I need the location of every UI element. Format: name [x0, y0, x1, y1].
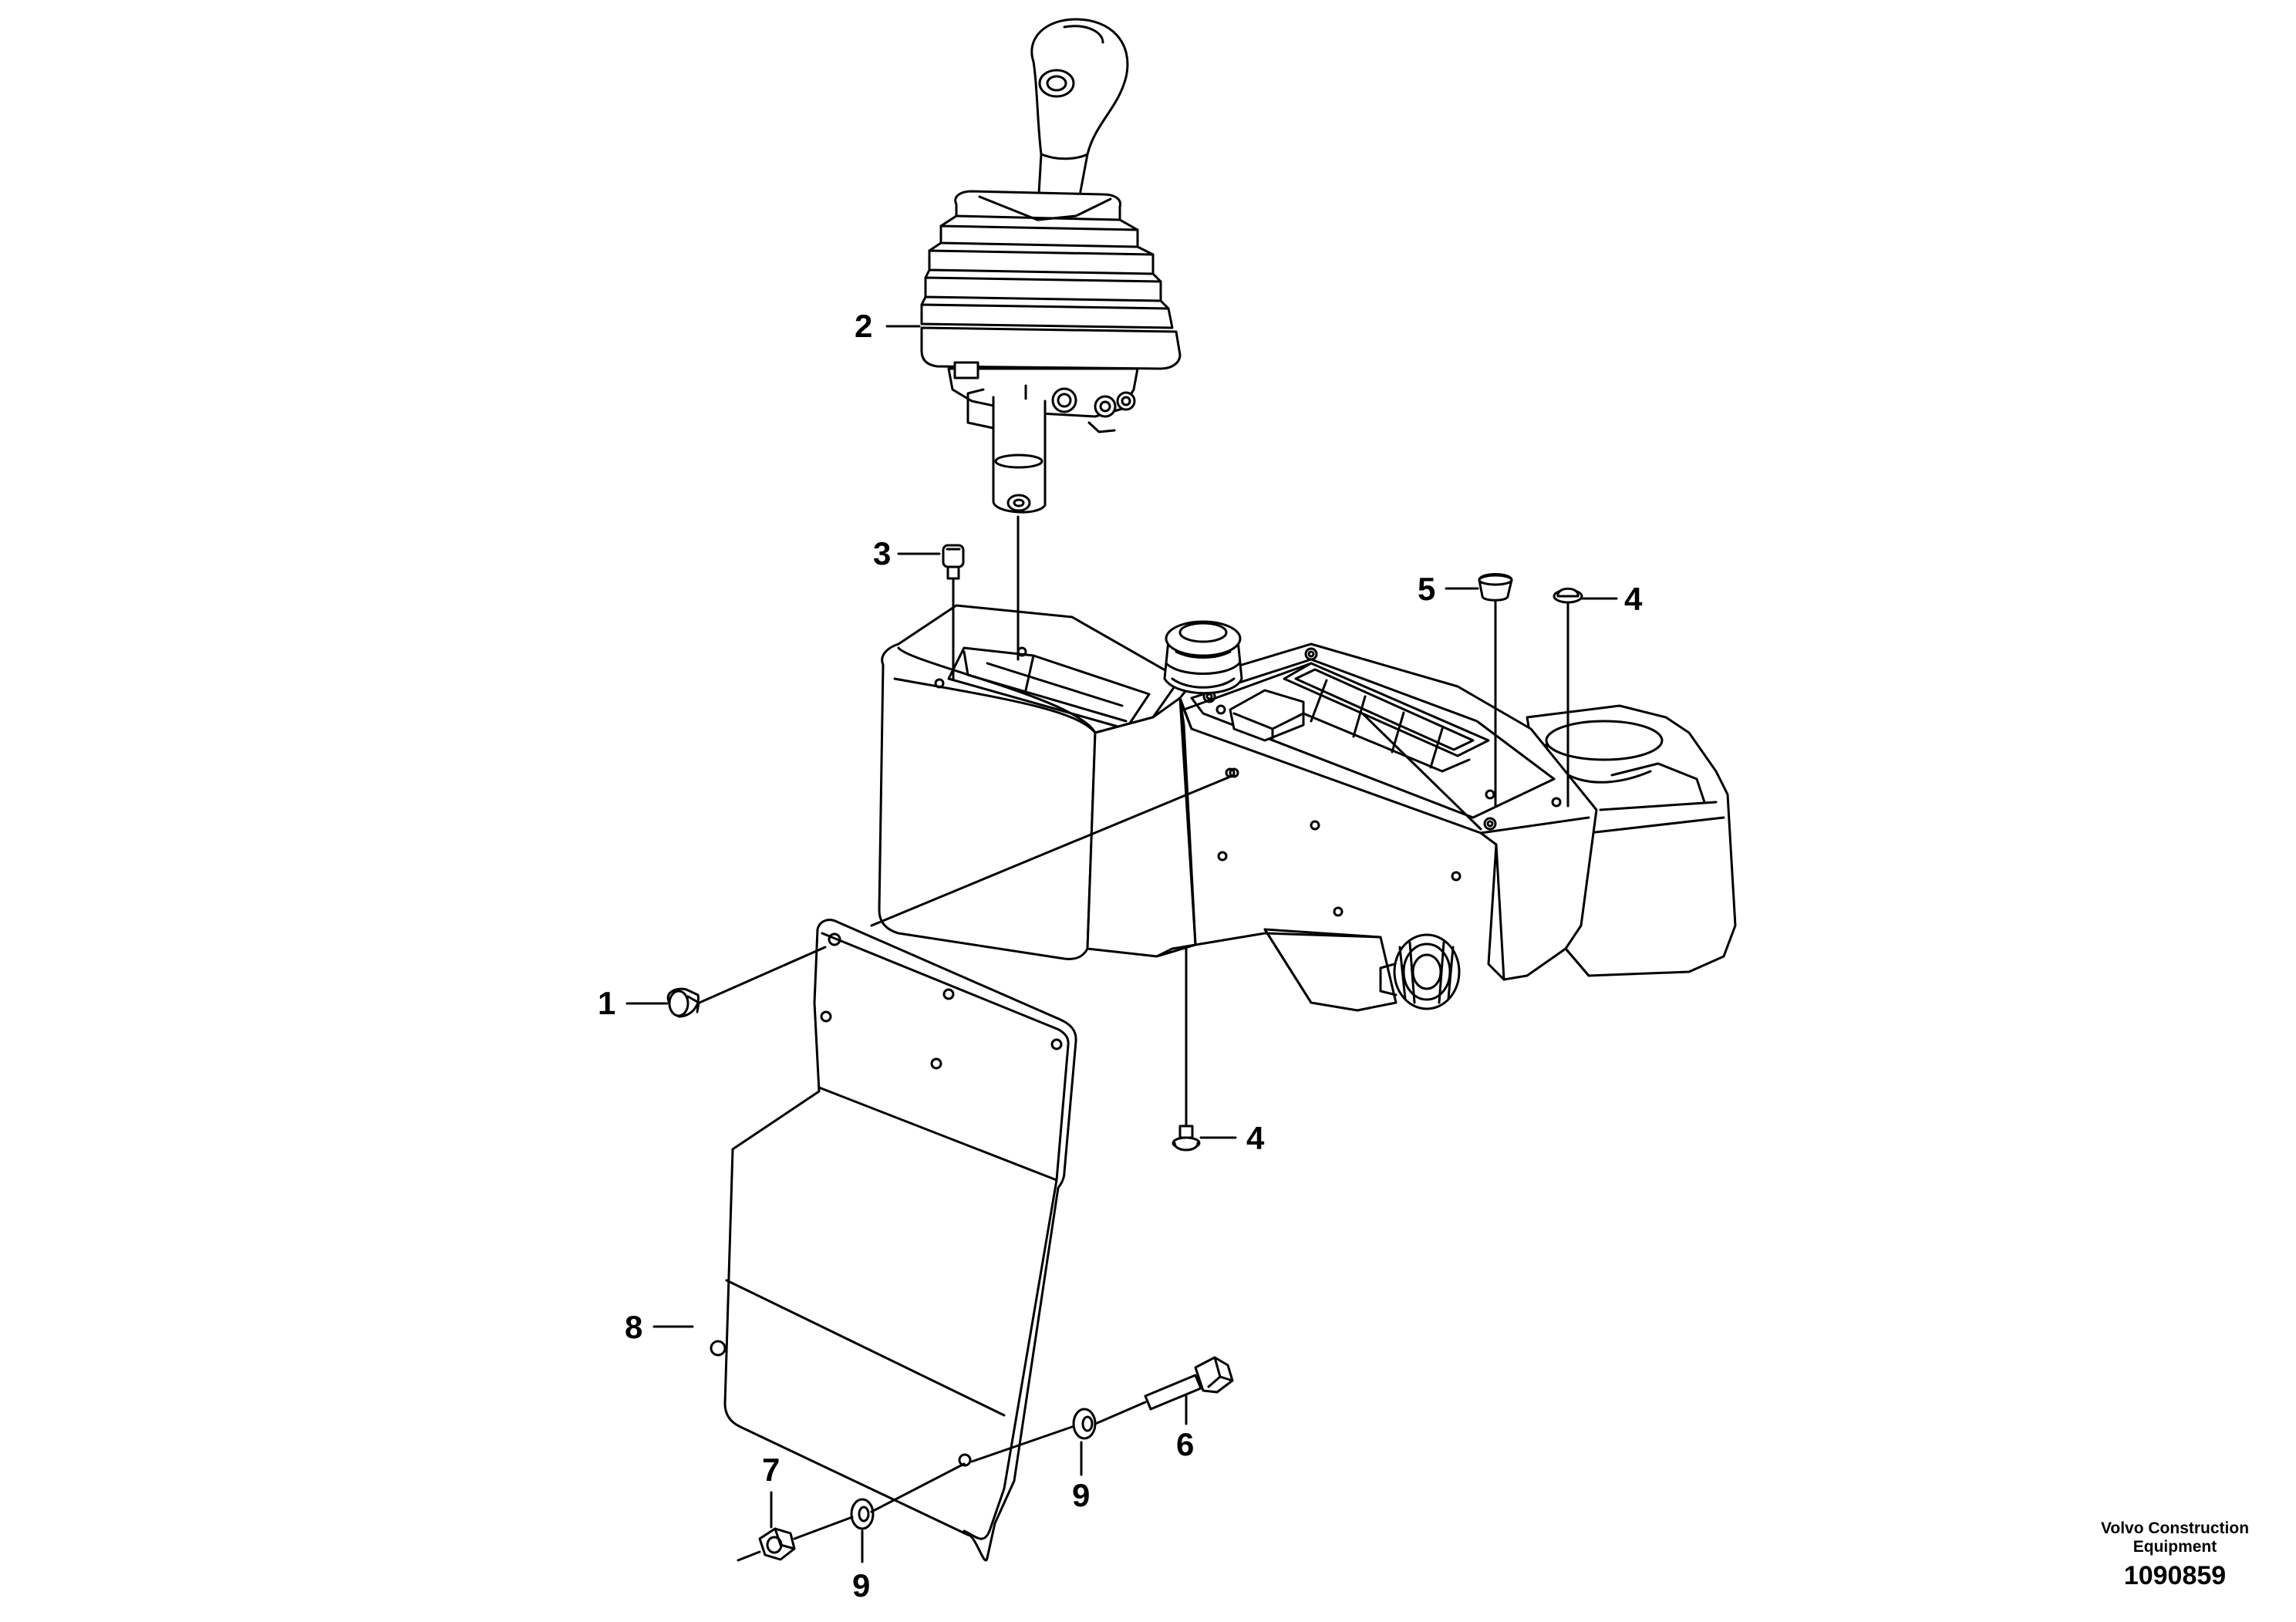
callout-6: 6: [1176, 1426, 1195, 1462]
callout-4-bottom: 4: [1246, 1120, 1265, 1156]
bolt-part-1: [666, 946, 827, 1018]
callout-1: 1: [598, 985, 616, 1021]
callout-5: 5: [1418, 571, 1436, 607]
washer-part-9-bottom: [850, 1498, 875, 1530]
callout-2: 2: [855, 308, 873, 344]
joystick-assembly: [920, 18, 1182, 514]
callout-9-bottom: 9: [852, 1567, 871, 1603]
cover-plate: [710, 919, 1077, 1562]
callout-leaders: [625, 325, 1618, 1563]
console-housing: [878, 604, 1737, 1012]
callout-8: 8: [625, 1309, 643, 1345]
bolt-part-6: [1092, 1356, 1234, 1426]
publisher-credit: Volvo Construction Equipment 1090859: [2082, 1519, 2267, 1591]
callout-4-top: 4: [1624, 581, 1643, 617]
screw-part-4-top: [1553, 587, 1583, 808]
washer-bottom-leader-line: [870, 1462, 966, 1513]
emergency-stop-knob: [1163, 620, 1243, 695]
callout-9-right: 9: [1072, 1477, 1091, 1513]
credit-line-1: Volvo Construction: [2100, 1519, 2250, 1537]
screw-part-4-bottom: [1172, 947, 1201, 1152]
callout-7: 7: [762, 1452, 781, 1488]
credit-line-2: Equipment: [2132, 1538, 2217, 1556]
round-connector: [1379, 933, 1461, 1010]
plug-part-5: [1478, 573, 1513, 808]
nut-part-7: [758, 1527, 796, 1561]
callout-3: 3: [873, 535, 892, 572]
washer-part-9-right: [1072, 1408, 1097, 1440]
screw-part-3: [942, 544, 965, 680]
plate-leader-line: [870, 774, 1236, 927]
washer-right-leader-line: [970, 1425, 1074, 1463]
drawing-number: 1090859: [2123, 1561, 2227, 1591]
nut-leader-line: [737, 1550, 761, 1562]
rocker-switch: [1229, 689, 1305, 742]
